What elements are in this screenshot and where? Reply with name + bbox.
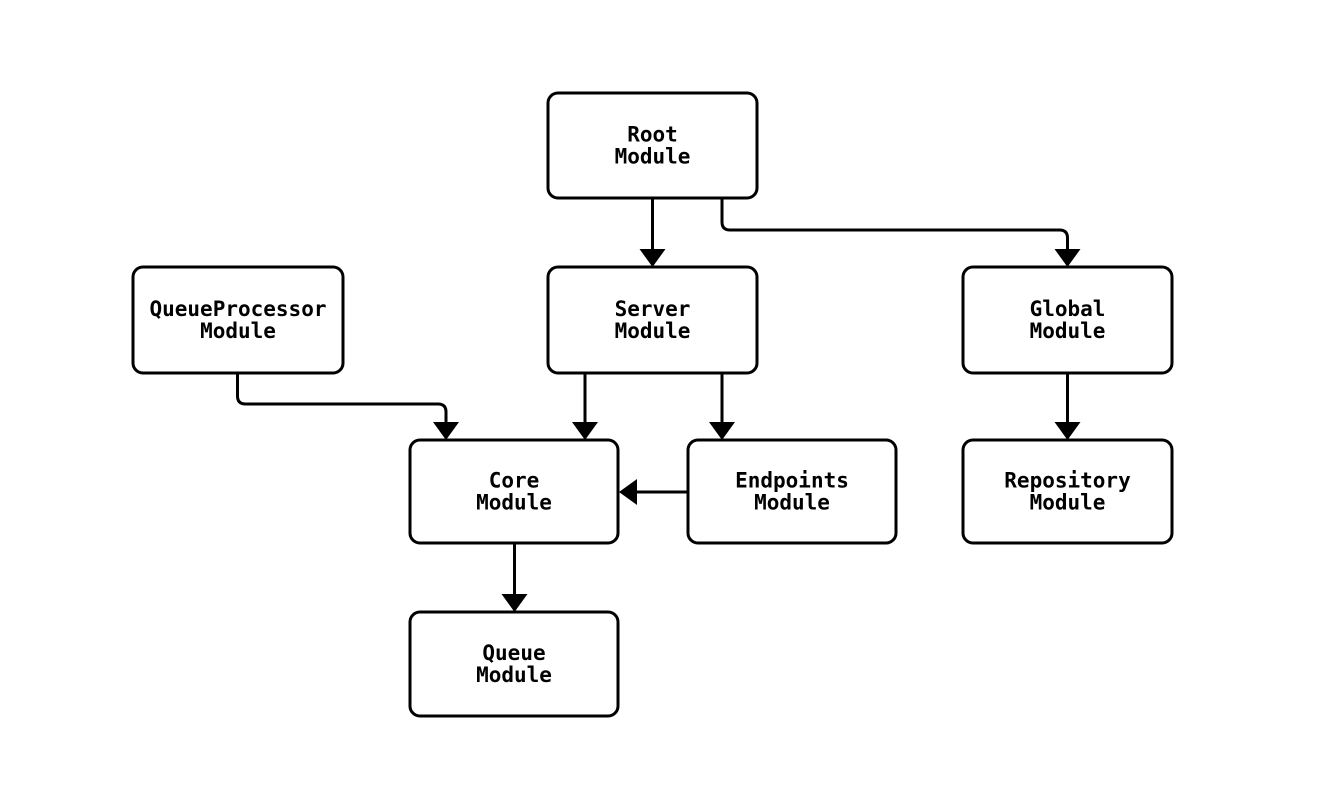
node-box — [408, 438, 620, 545]
node-box — [408, 610, 620, 718]
node-box — [546, 91, 759, 200]
node-box — [131, 265, 345, 375]
node-box — [546, 265, 759, 375]
node-box — [961, 265, 1174, 375]
edge-queueprocessor-to-core — [236, 373, 459, 440]
node-box — [961, 438, 1174, 545]
node-box — [686, 438, 898, 545]
edge-root-to-global — [720, 198, 1081, 267]
